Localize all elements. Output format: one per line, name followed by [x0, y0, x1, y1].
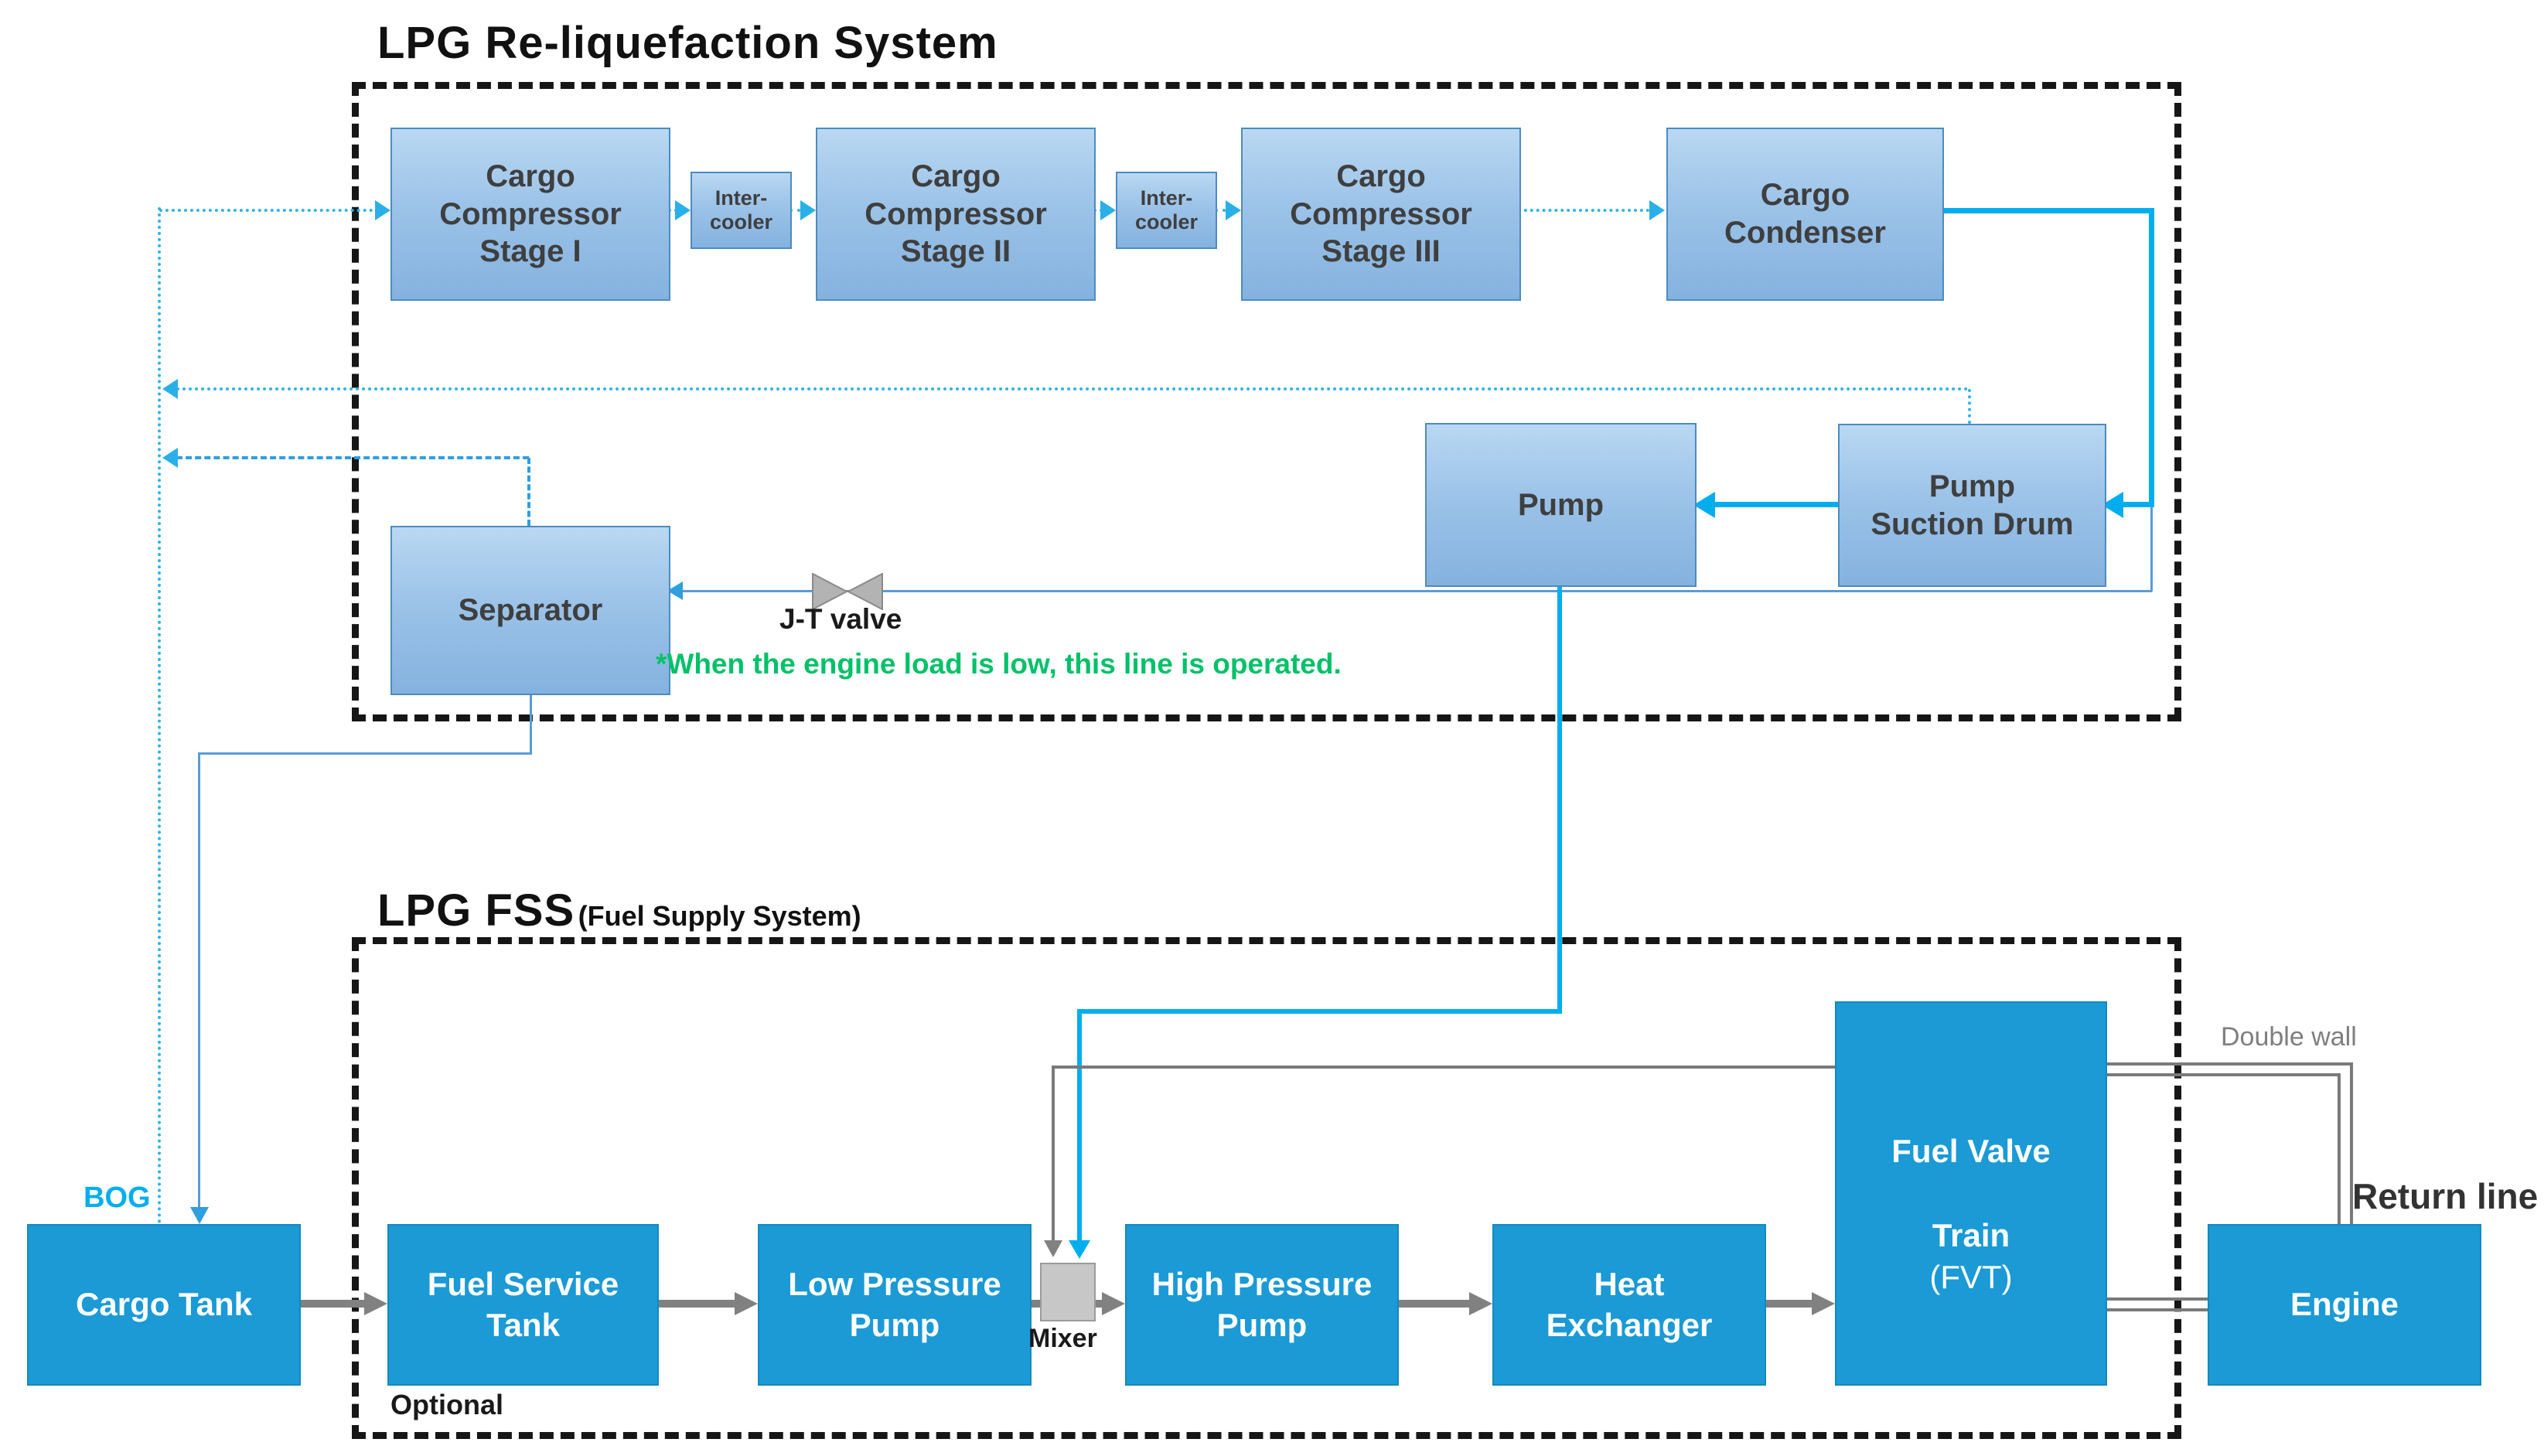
jt-valve-icon [812, 573, 883, 610]
psd-vapour-return-line [176, 387, 1969, 390]
arrowhead-into-stage1 [375, 200, 390, 220]
separator-bottom-line [530, 692, 532, 754]
bog-to-stage1-line [159, 209, 373, 212]
arrowhead-into-pump [1693, 492, 1715, 518]
box-intercooler-2: Inter- cooler [1116, 172, 1217, 249]
return-line-inner-v [2338, 1073, 2341, 1225]
arrowhead-into-ic1 [675, 200, 691, 220]
psd-vapour-return-stub [1968, 389, 1971, 424]
stage2-to-ic2-line [1093, 209, 1103, 212]
return-line-outer-h [2104, 1062, 2353, 1066]
bog-label: BOG [84, 1182, 151, 1214]
hpp-to-hex-line [1396, 1300, 1471, 1308]
mixer-label: Mixer [1028, 1324, 1097, 1353]
downcomer-to-psd-line [2122, 502, 2154, 507]
arrowhead-into-lpp [735, 1292, 758, 1315]
box-pump-suction-drum: Pump Suction Drum [1838, 424, 2106, 587]
arrowhead-cyan-into-mixer [1069, 1240, 1090, 1259]
reliq-system-boundary [352, 82, 2181, 721]
arrowhead-into-stage3 [1226, 200, 1241, 220]
return-line-outer-v [2350, 1062, 2353, 1225]
box-fuel-service-tank: Fuel Service Tank [387, 1224, 659, 1386]
ic2-to-stage3-line [1215, 209, 1226, 212]
return-line-inner-h [2104, 1073, 2341, 1076]
fvt-to-engine-line-lower [2104, 1308, 2208, 1311]
fss-title-main: LPG FSS [377, 885, 575, 936]
arrowhead-gray-into-mixer [1044, 1240, 1062, 1257]
pump-discharge-line-v [1557, 584, 1562, 1014]
arrowhead-into-cargo-tank [190, 1207, 209, 1224]
box-engine: Engine [2208, 1224, 2481, 1386]
box-intercooler-1: Inter- cooler [691, 172, 792, 249]
box-cargo-compressor-stage3: Cargo Compressor Stage III [1241, 128, 1521, 301]
return-line-label: Return line [2352, 1176, 2539, 1216]
arrowhead-into-fst [364, 1292, 387, 1315]
arrowhead-vapour-return [162, 379, 178, 399]
separator-to-tank-line-v [198, 752, 200, 1209]
hex-to-fvt-line [1763, 1300, 1813, 1308]
arrowhead-into-hex [1469, 1292, 1492, 1315]
fss-title-sub: (Fuel Supply System) [578, 900, 861, 932]
fvt-to-engine-line-upper [2104, 1297, 2208, 1301]
arrowhead-into-condenser [1649, 200, 1665, 220]
box-cargo-compressor-stage1: Cargo Compressor Stage I [390, 128, 670, 301]
box-low-pressure-pump: Low Pressure Pump [758, 1224, 1032, 1386]
fss-system-boundary [352, 937, 2181, 1439]
reliq-section-title: LPG Re-liquefaction System [377, 18, 998, 68]
pump-to-mixer-line [1077, 1009, 1082, 1241]
box-cargo-compressor-stage2: Cargo Compressor Stage II [816, 128, 1096, 301]
box-cargo-tank: Cargo Tank [27, 1224, 301, 1386]
fvt-label-line2: Train [1932, 1216, 2010, 1253]
arrowhead-into-ic2 [1100, 200, 1116, 220]
box-high-pressure-pump: High Pressure Pump [1125, 1224, 1399, 1386]
condenser-downcomer-line [2149, 208, 2154, 506]
bog-riser-line [158, 207, 161, 1224]
arrowhead-into-separator [667, 581, 683, 600]
stage1-to-ic1-line [668, 209, 677, 212]
jt-branch-stub [2150, 506, 2153, 592]
stage3-to-condenser-line [1518, 209, 1649, 212]
separator-return-stub [527, 458, 530, 526]
separator-return-line [176, 456, 529, 459]
jt-valve-line [680, 590, 2152, 592]
fvt-label-line1: Fuel Valve [1891, 1132, 2051, 1169]
double-wall-label: Double wall [2221, 1022, 2357, 1052]
engine-load-note: *When the engine load is low, this line … [656, 648, 1342, 680]
arrowhead-into-stage2 [800, 200, 816, 220]
tank-to-fst-line [298, 1300, 366, 1308]
fss-section-title: LPG FSS (Fuel Supply System) [377, 885, 861, 936]
arrowhead-separator-return [162, 448, 178, 468]
box-pump: Pump [1425, 423, 1697, 587]
optional-label: Optional [390, 1389, 503, 1420]
box-heat-exchanger: Heat Exchanger [1492, 1224, 1766, 1386]
separator-to-tank-line-h [198, 752, 532, 755]
mixer-node [1040, 1263, 1096, 1321]
fst-to-lpp-line [656, 1300, 736, 1308]
arrowhead-into-hpp [1102, 1292, 1125, 1315]
condenser-outlet-line-h [1941, 208, 2154, 213]
box-separator: Separator [390, 526, 670, 695]
fvt-label-paren: (FVT) [1929, 1259, 2013, 1296]
jt-valve-label: J-T valve [779, 603, 902, 635]
box-cargo-condenser: Cargo Condenser [1666, 128, 1944, 301]
box-fuel-valve-train: Fuel Valve Train (FVT) [1835, 1001, 2107, 1386]
return-to-mixer-line-v [1052, 1066, 1055, 1242]
pump-discharge-line-h [1077, 1009, 1562, 1014]
ic1-to-stage2-line [789, 209, 800, 212]
return-to-mixer-line-h [1052, 1066, 1835, 1069]
arrowhead-into-fvt [1812, 1292, 1835, 1315]
psd-to-pump-line [1714, 502, 1838, 507]
